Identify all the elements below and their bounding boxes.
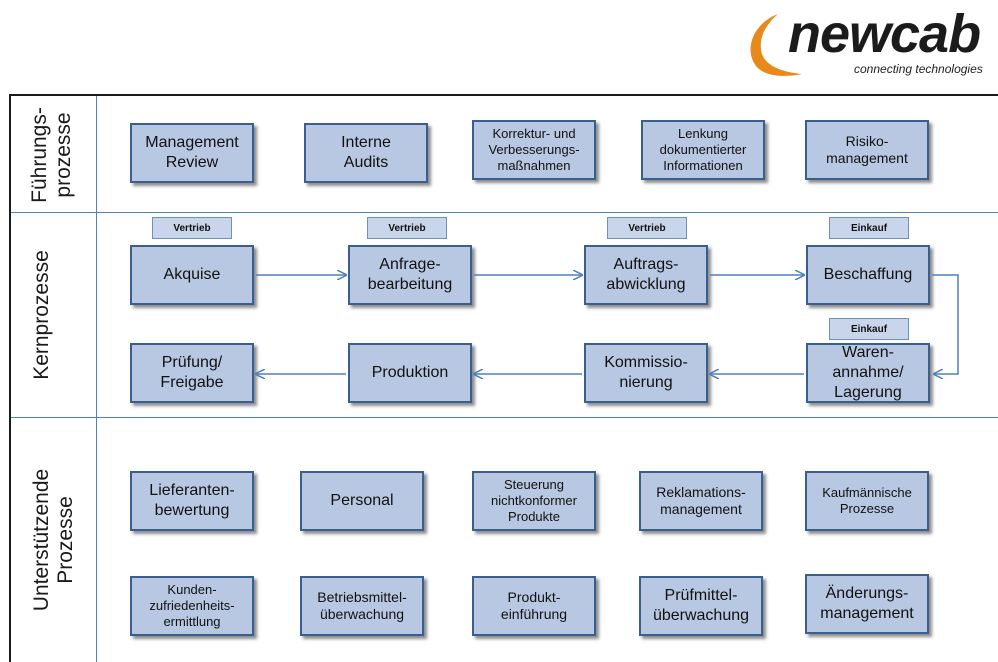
process-box[interactable]: Prüfmittel- überwachung bbox=[639, 576, 763, 636]
lane-divider-vertical bbox=[96, 96, 97, 662]
process-box[interactable]: Risiko- management bbox=[805, 120, 929, 180]
process-box[interactable]: Akquise bbox=[130, 245, 254, 305]
diagram-frame-left bbox=[9, 94, 11, 662]
process-box[interactable]: Betriebsmittel- überwachung bbox=[300, 576, 424, 636]
lane-divider-1 bbox=[11, 212, 998, 213]
process-box[interactable]: Änderungs- management bbox=[805, 574, 929, 634]
process-box[interactable]: Produkt- einführung bbox=[472, 576, 596, 636]
process-box[interactable]: Anfrage- bearbeitung bbox=[348, 245, 472, 305]
logo-swoosh bbox=[750, 14, 802, 76]
arrow-beschaffung-warenannahme bbox=[932, 274, 959, 374]
process-box[interactable]: Steuerung nichtkonformer Produkte bbox=[472, 471, 596, 531]
department-tag: Einkauf bbox=[829, 217, 909, 239]
process-box[interactable]: Kunden- zufriedenheits- ermittlung bbox=[130, 576, 254, 636]
process-box[interactable]: Personal bbox=[300, 471, 424, 531]
logo-wordmark: newcab bbox=[788, 4, 981, 64]
process-box[interactable]: Waren- annahme/ Lagerung bbox=[806, 343, 930, 403]
process-box[interactable]: Produktion bbox=[348, 343, 472, 403]
process-box[interactable]: Interne Audits bbox=[304, 123, 428, 183]
process-box[interactable]: Beschaffung bbox=[806, 245, 930, 305]
diagram-frame-top bbox=[9, 94, 998, 96]
process-box[interactable]: Auftrags- abwicklung bbox=[584, 245, 708, 305]
process-box[interactable]: Kommissio- nierung bbox=[584, 343, 708, 403]
department-tag: Vertrieb bbox=[607, 217, 687, 239]
process-box[interactable]: Korrektur- und Verbesserungs- maßnahmen bbox=[472, 120, 596, 180]
process-box[interactable]: Lieferanten- bewertung bbox=[130, 471, 254, 531]
department-tag: Vertrieb bbox=[367, 217, 447, 239]
lane-divider-2 bbox=[11, 417, 998, 418]
logo-tagline: connecting technologies bbox=[854, 62, 983, 76]
process-box[interactable]: Management Review bbox=[130, 123, 254, 183]
department-tag: Einkauf bbox=[829, 318, 909, 340]
department-tag: Vertrieb bbox=[152, 217, 232, 239]
process-box[interactable]: Lenkung dokumentierter Informationen bbox=[641, 120, 765, 180]
process-box[interactable]: Kaufmännische Prozesse bbox=[805, 471, 929, 531]
process-box[interactable]: Prüfung/ Freigabe bbox=[130, 343, 254, 403]
process-box[interactable]: Reklamations- management bbox=[639, 471, 763, 531]
